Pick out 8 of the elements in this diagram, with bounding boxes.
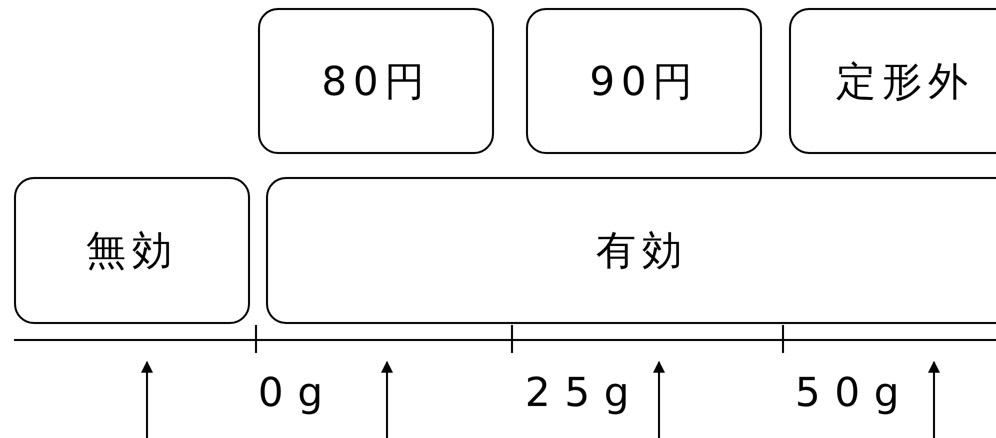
weight-label: 0g	[258, 370, 337, 416]
label-box: 80円	[258, 8, 494, 154]
label-box: 定形外	[789, 8, 996, 154]
label-box: 90円	[526, 8, 762, 154]
label-box: 無効	[14, 177, 250, 324]
label-box: 有効	[266, 177, 996, 324]
weight-label: 25g	[525, 370, 644, 416]
weight-label: 50g	[795, 370, 914, 416]
